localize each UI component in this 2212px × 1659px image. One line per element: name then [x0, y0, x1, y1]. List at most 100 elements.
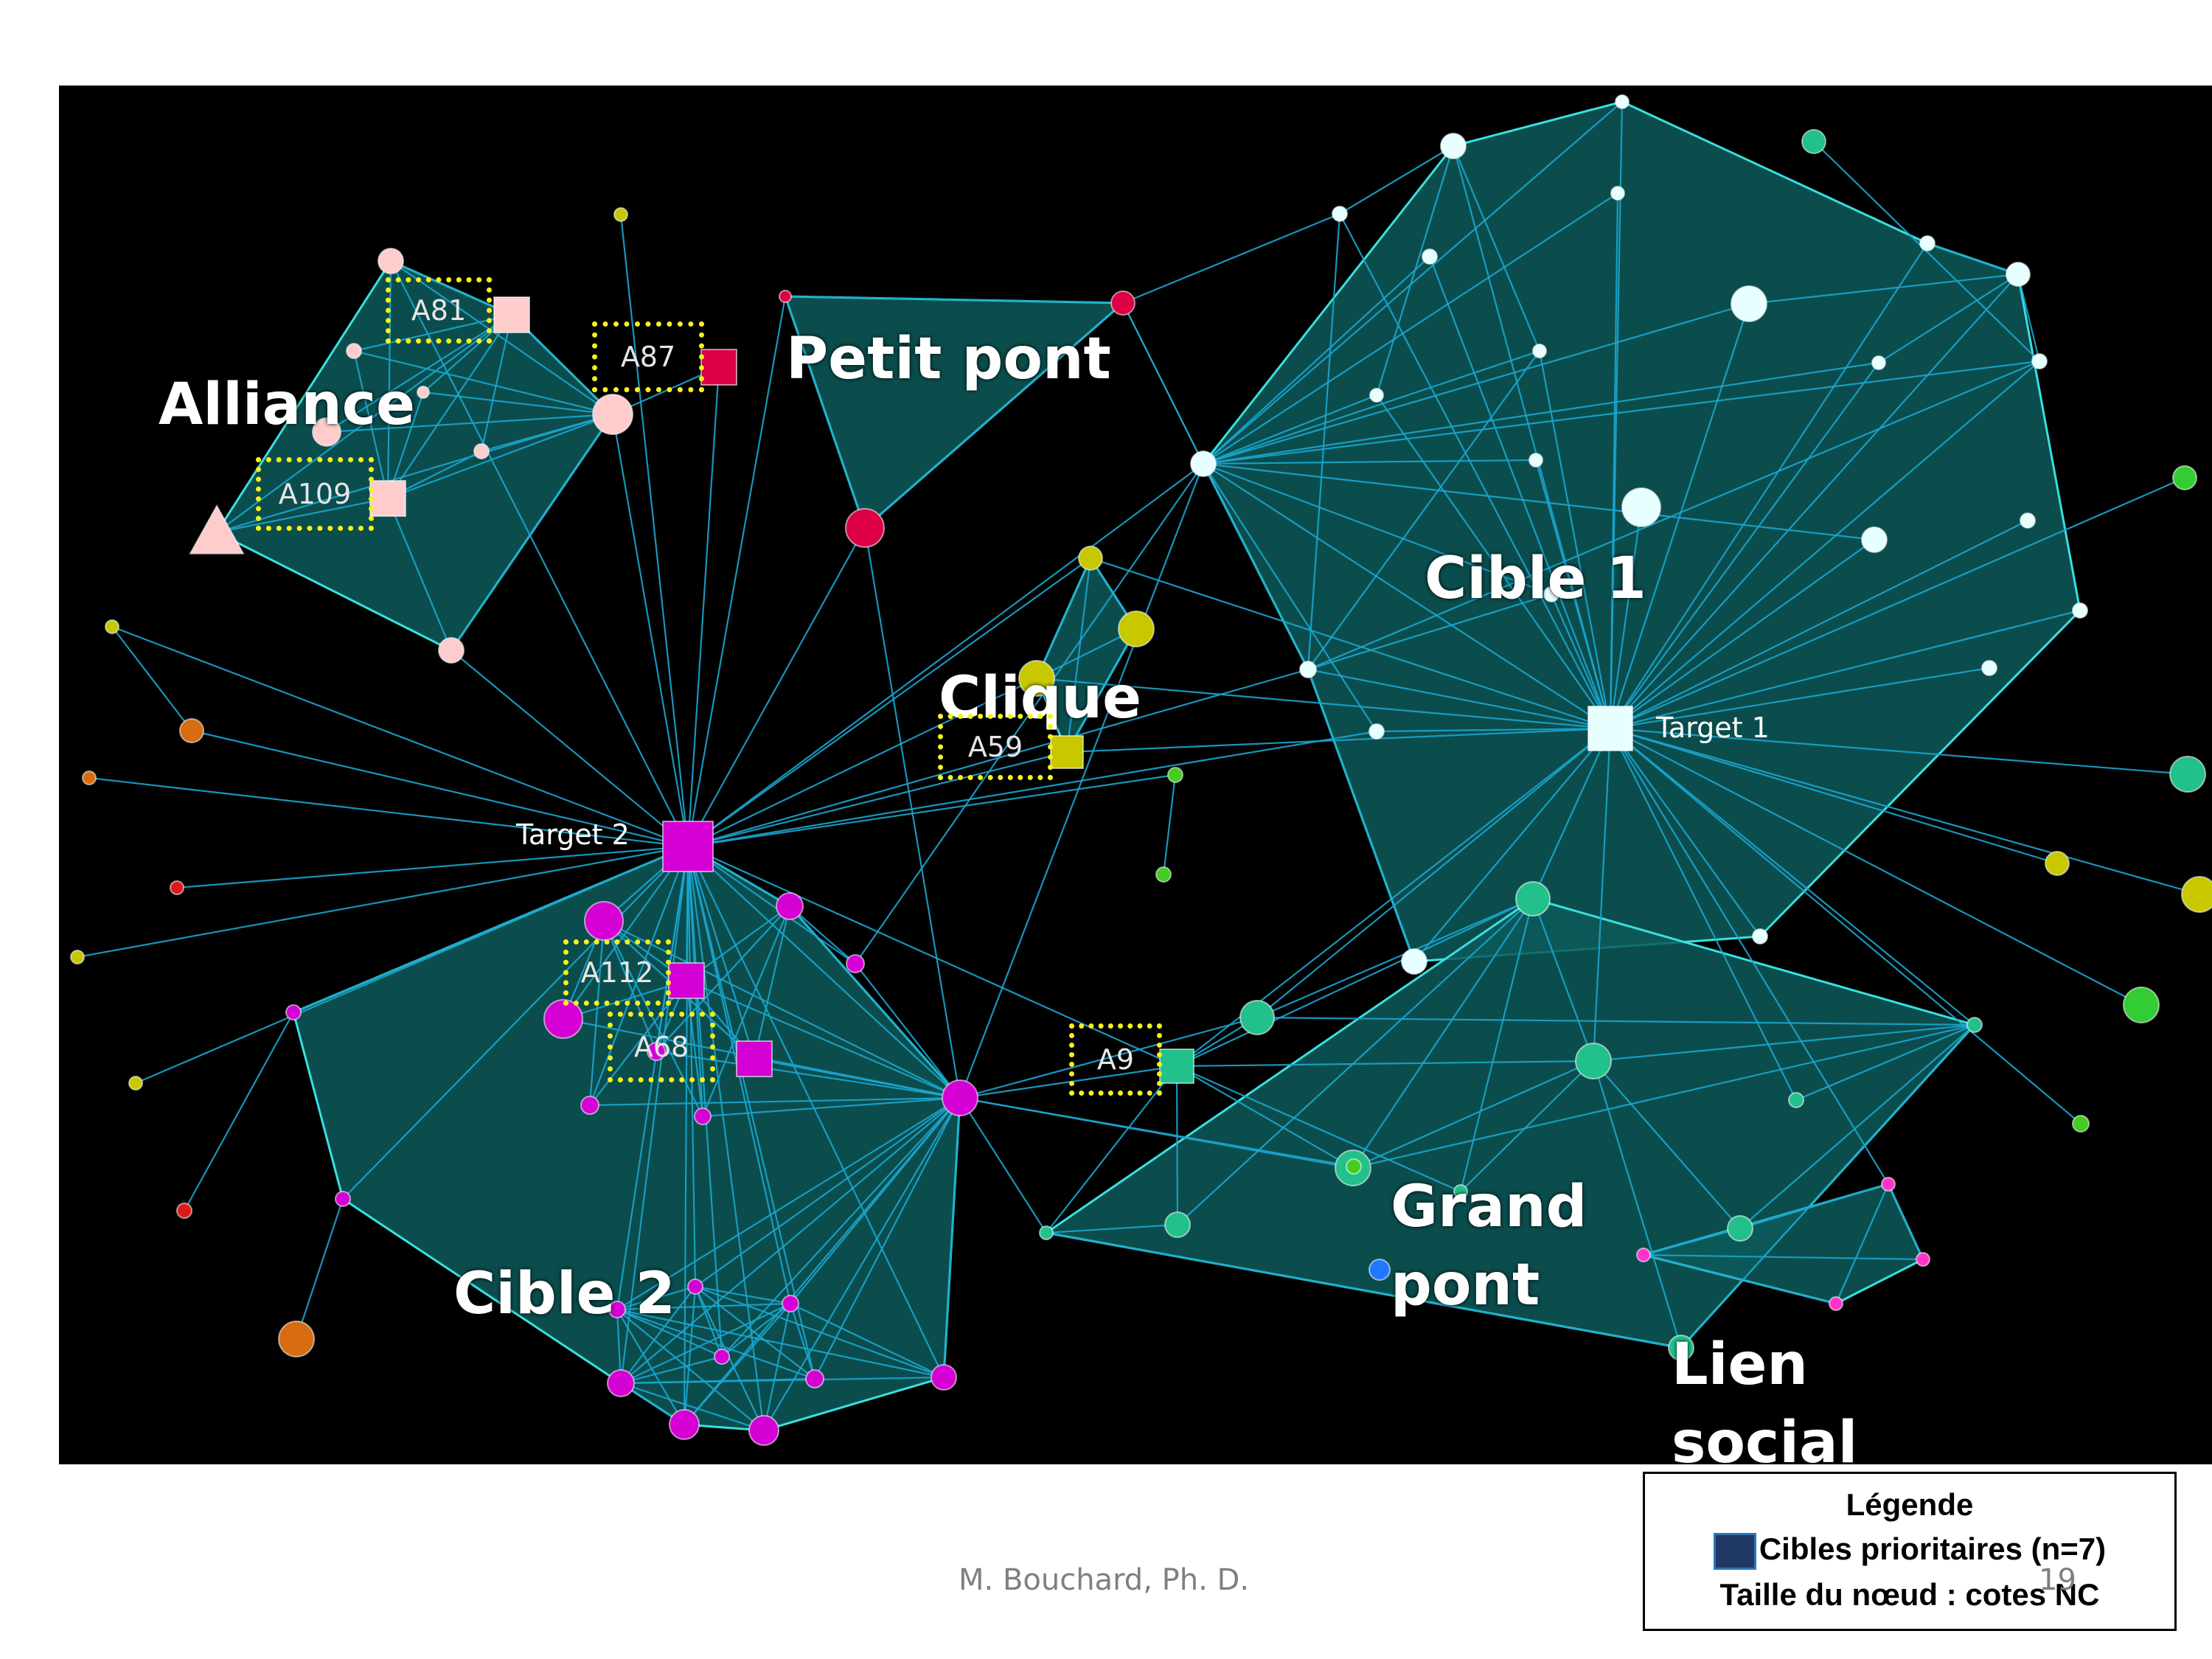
edge	[762, 1303, 792, 1431]
edge	[342, 846, 689, 1200]
edge	[655, 1050, 961, 1099]
edge	[1339, 145, 1454, 215]
edge	[702, 1096, 961, 1118]
group-label-petit-pont: Petit pont	[786, 326, 1111, 392]
edge	[863, 527, 961, 1099]
node-circle	[1919, 235, 1935, 251]
edge	[1531, 728, 1612, 900]
edge	[1307, 593, 1552, 671]
edge	[1375, 145, 1455, 396]
edge	[1888, 1183, 1924, 1260]
node-circle	[669, 1409, 700, 1440]
edge	[1610, 728, 1889, 1185]
edge	[1927, 242, 2019, 276]
edge	[1610, 539, 1875, 729]
node-circle	[1239, 1000, 1275, 1035]
node-circle	[2006, 262, 2031, 287]
edge	[111, 626, 192, 731]
edge	[1748, 273, 2019, 305]
edge	[721, 1303, 791, 1357]
edge	[1610, 728, 1975, 1026]
edge	[216, 413, 613, 534]
edge	[1203, 302, 1750, 465]
edge	[1610, 728, 1761, 937]
node-circle	[1155, 866, 1172, 883]
edge	[1610, 362, 1879, 729]
edge	[1307, 360, 2040, 671]
edge	[1609, 303, 1750, 729]
node-circle	[1515, 881, 1551, 917]
tag-a87: A87	[592, 321, 704, 392]
edge	[1352, 1060, 1594, 1169]
node-square	[493, 296, 530, 333]
node-circle	[1871, 355, 1886, 370]
edge	[784, 296, 866, 529]
edge	[1610, 274, 2019, 729]
group-label-cible-1: Cible 1	[1425, 546, 1646, 612]
node-circle	[1575, 1043, 1612, 1079]
edge	[620, 1097, 961, 1384]
edge	[687, 846, 945, 1378]
edge	[695, 1285, 791, 1305]
node-circle	[2072, 1115, 2090, 1133]
edge	[687, 846, 961, 1099]
node-circle	[1621, 487, 1661, 527]
edge	[683, 846, 689, 1425]
node-circle	[278, 1321, 315, 1357]
edge	[480, 314, 513, 452]
edge	[1534, 459, 1612, 729]
node-circle	[2020, 512, 2036, 529]
node-circle	[82, 771, 97, 785]
tag-a9: A9	[1069, 1023, 1162, 1096]
node-circle	[846, 954, 865, 973]
node-circle	[1369, 388, 1384, 403]
edge	[1538, 350, 1612, 729]
edge	[1256, 728, 1611, 1018]
edge	[959, 1097, 1047, 1234]
edge	[620, 1376, 945, 1385]
edge	[616, 1285, 696, 1311]
node-circle	[1981, 660, 1997, 676]
edge	[352, 350, 389, 499]
node-circle	[776, 892, 804, 920]
edge	[687, 668, 1309, 848]
edge	[1176, 1060, 1594, 1068]
edge	[686, 366, 720, 847]
edge	[293, 845, 689, 1014]
edge	[1609, 507, 1643, 729]
edge	[687, 730, 1377, 848]
node-circle	[1422, 248, 1438, 265]
node-circle	[1916, 1252, 1930, 1267]
edge	[687, 527, 866, 847]
node-circle	[1299, 661, 1317, 678]
edge	[1428, 256, 1612, 729]
edge	[451, 650, 689, 847]
edge	[959, 1016, 1258, 1099]
node-circle	[2169, 756, 2206, 793]
node-circle	[1368, 723, 1385, 740]
node-circle	[128, 1076, 143, 1091]
edge	[1203, 463, 1377, 732]
edge	[422, 391, 613, 416]
edge	[695, 1285, 945, 1379]
edge	[959, 1065, 1178, 1099]
node-circle	[1788, 1092, 1804, 1108]
node-circle	[1532, 344, 1547, 358]
edge	[686, 846, 756, 1060]
node-circle	[607, 1369, 635, 1397]
edge	[1878, 274, 2019, 364]
node-circle	[2181, 876, 2212, 913]
edge	[763, 1097, 961, 1431]
edge	[1203, 256, 1430, 465]
node-triangle	[189, 504, 245, 554]
edge	[1610, 727, 2058, 865]
edge	[1452, 145, 1541, 352]
edge	[1175, 1065, 1179, 1225]
edge	[616, 1308, 945, 1379]
edge	[1610, 727, 2200, 896]
edge	[695, 1097, 961, 1287]
footer-author: M. Bouchard, Ph. D.	[959, 1563, 1250, 1597]
edge	[1203, 462, 1875, 541]
